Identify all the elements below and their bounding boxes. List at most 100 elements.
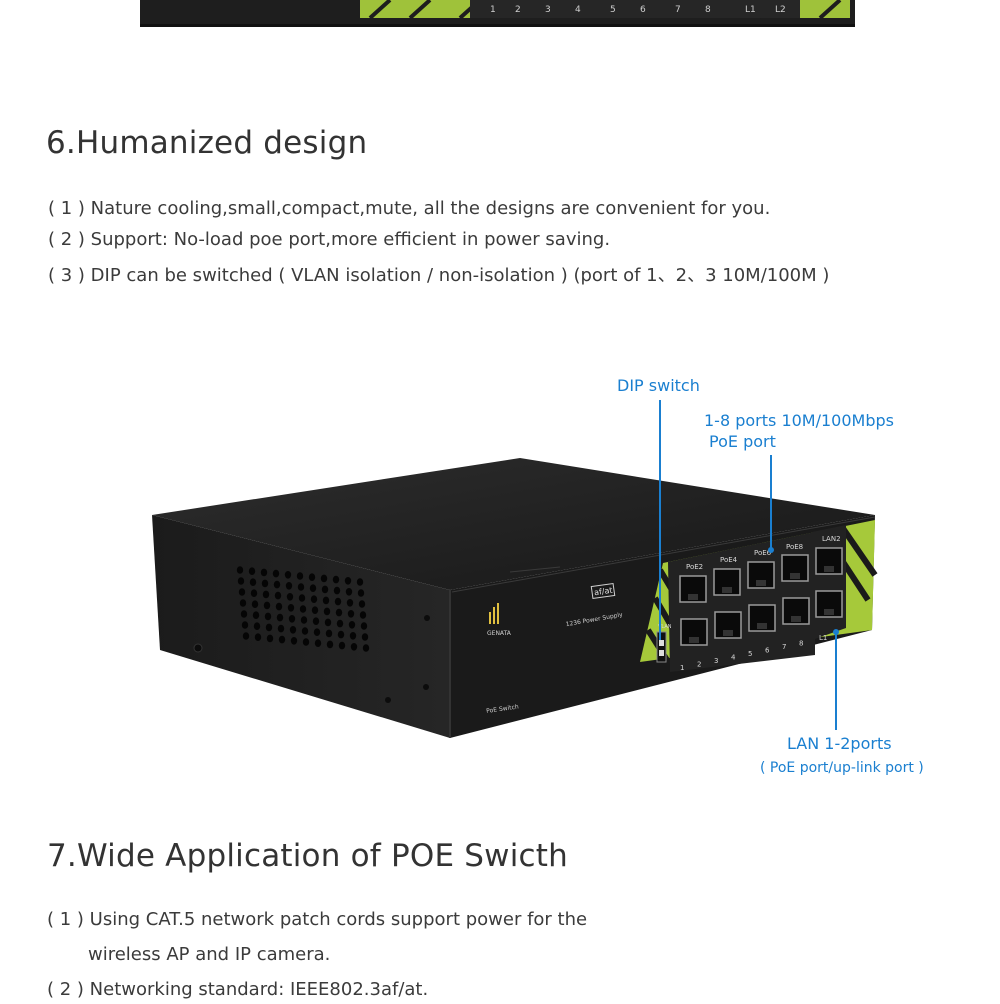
device-port-label: PoE4: [720, 556, 738, 564]
vent-hole: [335, 608, 343, 617]
vent-hole: [325, 629, 333, 638]
top-device-port-label: 6: [640, 5, 646, 15]
af-at-badge: af/at: [594, 586, 614, 597]
vent-hole: [312, 617, 320, 625]
vent-hole: [336, 619, 344, 628]
vent-hole: [320, 574, 328, 583]
vent-hole: [289, 626, 297, 634]
vent-hole: [310, 595, 318, 603]
vent-hole: [296, 572, 304, 580]
vent-hole: [360, 622, 368, 630]
vent-hole: [322, 596, 330, 605]
vent-hole: [332, 575, 340, 584]
vent-hole: [333, 586, 341, 595]
vent-hole: [348, 621, 356, 629]
device-bottom-port-label: 4: [731, 654, 736, 662]
supply-text: 1236 Power Supply: [565, 611, 623, 628]
rj45-port: [714, 611, 742, 639]
model-text: PoE Switch: [486, 703, 519, 714]
rj45-port-latch: [756, 580, 766, 586]
vent-hole: [252, 611, 260, 619]
top-device-port-label: 3: [545, 5, 551, 15]
vent-hole: [272, 569, 280, 578]
top-device-port-label: 7: [675, 5, 681, 15]
top-device-port-label: L2: [775, 5, 786, 15]
rj45-port-latch: [689, 637, 699, 643]
device-port-label: PoE6: [754, 549, 772, 557]
device-bottom-port-label: 2: [697, 661, 701, 669]
rj45-port-latch: [722, 587, 732, 593]
rj45-port-latch: [688, 594, 698, 600]
vent-hole: [299, 605, 307, 613]
rj45-port-latch: [790, 573, 800, 579]
vent-hole: [262, 590, 270, 599]
section-6-title: 6.Humanized design: [46, 125, 368, 161]
vent-hole: [313, 628, 321, 636]
vent-hole: [265, 623, 273, 632]
vent-hole: [286, 593, 294, 601]
vent-hole: [349, 632, 357, 640]
section-6-item-3: ( 3 ) DIP can be switched ( VLAN isolati…: [48, 265, 830, 286]
rj45-port: [782, 597, 810, 625]
section-6-item-2: ( 2 ) Support: No-load poe port,more eff…: [48, 229, 611, 250]
dip-switch: [656, 631, 667, 663]
vent-hole: [237, 577, 245, 585]
rj45-port: [815, 547, 843, 575]
section-6-item-1: ( 1 ) Nature cooling,small,compact,mute,…: [48, 198, 771, 219]
vent-hole: [358, 600, 366, 608]
vent-hole: [242, 632, 250, 640]
vent-hole: [357, 589, 365, 597]
vent-hole: [338, 641, 346, 650]
vent-hole: [273, 580, 281, 589]
vent-hole: [249, 578, 257, 586]
vent-hole: [344, 577, 352, 585]
rj45-port: [713, 568, 741, 596]
vent-hole: [308, 573, 316, 581]
vent-hole: [254, 633, 262, 641]
device-bottom-port-label: 5: [748, 650, 752, 658]
vent-hole: [278, 635, 286, 644]
dip-label: VLAN: [658, 624, 672, 630]
vent-hole: [302, 638, 310, 646]
vent-hole: [301, 627, 309, 635]
device-bottom-port-label: 1: [680, 664, 684, 672]
rj45-port: [680, 618, 708, 646]
vent-hole: [261, 579, 269, 588]
section-7-item-2: ( 2 ) Networking standard: IEEE802.3af/a…: [47, 979, 429, 1000]
vent-hole: [248, 567, 256, 575]
top-device-port-label: L1: [745, 5, 756, 15]
ports-callout-line-2: PoE port: [709, 432, 776, 451]
vent-hole: [323, 607, 331, 616]
vent-hole: [326, 640, 334, 649]
vent-hole: [284, 571, 292, 579]
dip-switch-callout: DIP switch: [617, 376, 700, 395]
top-device-port-label: 4: [575, 5, 581, 15]
vent-hole: [266, 634, 274, 643]
rj45-port: [781, 554, 809, 582]
vent-hole: [253, 622, 261, 630]
vent-hole: [324, 618, 332, 627]
vent-hole: [321, 585, 329, 594]
vent-hole: [362, 644, 370, 652]
vent-hole: [298, 594, 306, 602]
vent-hole: [345, 588, 353, 596]
rj45-port-latch: [824, 566, 834, 572]
section-7-item-1: ( 1 ) Using CAT.5 network patch cords su…: [47, 909, 588, 930]
device-bottom-port-label: 7: [782, 643, 786, 651]
rj45-port: [747, 561, 775, 589]
vent-hole: [288, 615, 296, 623]
vent-hole: [240, 610, 248, 618]
device-bottom-port-label: 3: [714, 657, 718, 665]
rj45-port: [748, 604, 776, 632]
vent-hole: [239, 599, 247, 607]
vent-hole: [337, 630, 345, 639]
rj45-port-latch: [824, 609, 834, 615]
rj45-port: [679, 575, 707, 603]
vent-hole: [274, 591, 282, 600]
vent-hole: [277, 624, 285, 633]
vent-hole: [251, 600, 259, 608]
rj45-port: [815, 590, 843, 618]
vent-hole: [238, 588, 246, 596]
device-lan-label: LAN2: [822, 535, 841, 543]
